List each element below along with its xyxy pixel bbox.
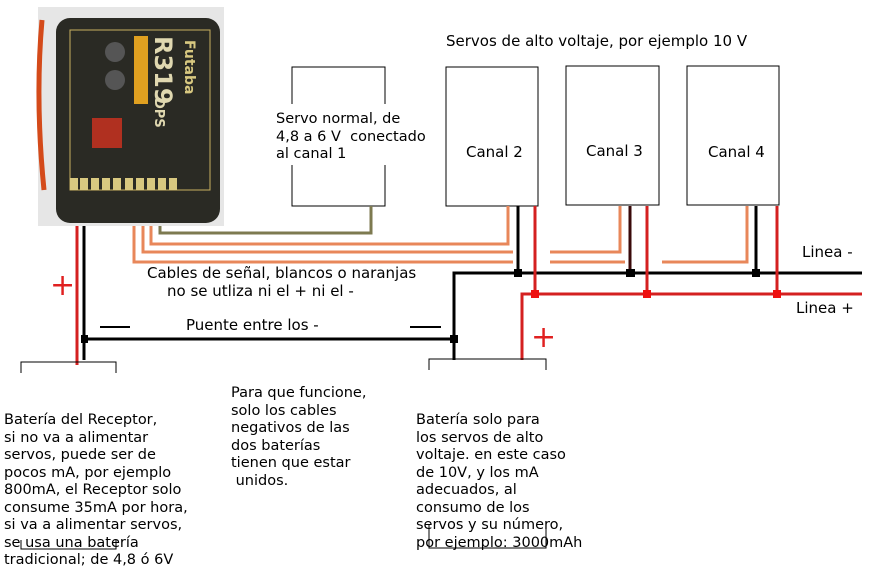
canal-2-label: Canal 2 — [466, 143, 523, 161]
plus-sign-receiver-battery: + — [50, 268, 76, 303]
canal-4-label: Canal 4 — [708, 143, 765, 161]
servo1-signal-wire — [158, 206, 373, 235]
receiver-battery-bracket — [20, 361, 117, 550]
servo-canal-2-box — [445, 66, 539, 207]
receiver-battery-note: Batería del Receptor,si no va a alimenta… — [4, 412, 188, 568]
servo-battery-bracket — [428, 358, 547, 549]
receiver-image: Futaba R319 DPS — [36, 7, 224, 226]
plus-sign-servo-battery: + — [531, 320, 557, 355]
svg-text:Futaba: Futaba — [181, 40, 197, 94]
diagram-title: Servos de alto voltaje, por ejemplo 10 V — [446, 32, 748, 50]
servo-canal-3-box — [565, 65, 660, 206]
line-minus-label: Linea - — [802, 243, 853, 261]
servo-canal-4-box — [686, 65, 780, 206]
svg-text:R319: R319 — [149, 36, 177, 105]
positive-wires — [75, 206, 862, 365]
wiring-diagram: Futaba R319 DPS — [20, 7, 862, 550]
bridge-label: Puente entre los - — [186, 316, 319, 334]
positive-junctions — [531, 290, 781, 298]
svg-text:DPS: DPS — [151, 98, 166, 128]
servo-normal-box — [291, 66, 386, 207]
negative-junctions — [81, 269, 760, 343]
negative-wires — [82, 206, 862, 360]
canal-3-label: Canal 3 — [586, 142, 643, 160]
line-plus-label: Linea + — [796, 299, 854, 317]
signal-wires — [132, 206, 749, 264]
